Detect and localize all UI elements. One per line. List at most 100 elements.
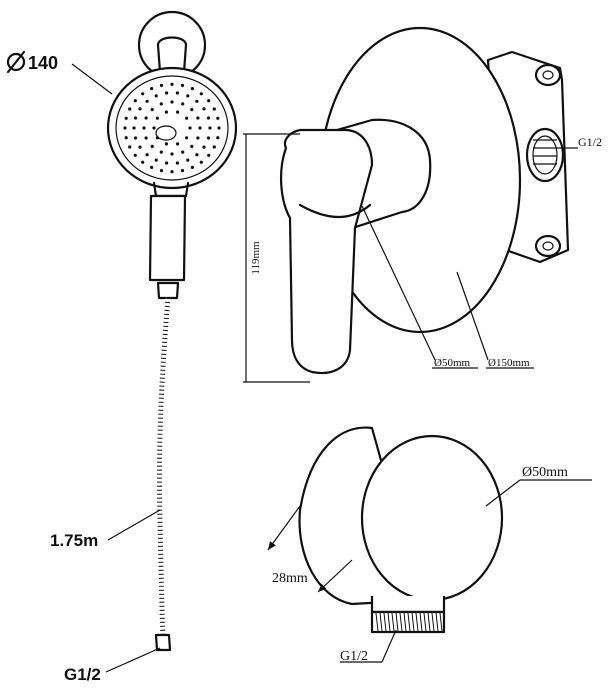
thread-line xyxy=(415,612,419,632)
thread-line xyxy=(383,612,387,632)
nozzle xyxy=(138,145,142,149)
leader-hose-connection xyxy=(105,647,161,673)
nozzle xyxy=(190,108,194,112)
nozzle xyxy=(145,99,149,103)
leader-hose-length xyxy=(107,509,161,541)
nozzle xyxy=(133,99,137,103)
thread-line xyxy=(411,612,415,632)
nozzle xyxy=(207,99,211,103)
nozzle xyxy=(199,160,203,164)
nozzle xyxy=(195,153,199,157)
leader-elbow-connection xyxy=(381,629,397,663)
nozzle xyxy=(144,136,148,140)
nozzle xyxy=(217,126,221,130)
dimension-height xyxy=(243,133,310,383)
nozzle xyxy=(176,110,180,114)
nozzle xyxy=(159,102,163,106)
nozzle xyxy=(185,116,189,120)
thread-line xyxy=(375,612,379,632)
thread-line xyxy=(391,612,395,632)
nozzle xyxy=(175,161,179,165)
leader-handle-diameter xyxy=(361,205,436,361)
nozzle xyxy=(175,91,179,95)
nozzle xyxy=(196,116,200,120)
nozzle xyxy=(150,87,154,91)
nozzle xyxy=(154,94,158,98)
dimension-depth xyxy=(267,505,353,593)
thread-line xyxy=(423,612,427,632)
thread-line xyxy=(439,612,443,632)
nozzle xyxy=(206,116,211,120)
nozzle xyxy=(159,83,164,87)
hand-shower xyxy=(71,10,238,673)
nozzle xyxy=(170,100,174,104)
thread-line xyxy=(435,612,439,632)
nozzle xyxy=(185,136,189,140)
diameter-icon xyxy=(6,50,26,74)
thread-line xyxy=(387,612,391,632)
plate-diameter-label: Ø150mm xyxy=(488,357,530,369)
nozzle xyxy=(202,107,206,111)
wall-elbow xyxy=(267,426,592,663)
nozzle xyxy=(208,126,212,130)
nozzle xyxy=(150,108,154,112)
nozzle xyxy=(133,153,137,157)
nozzle xyxy=(188,126,192,130)
thread-line xyxy=(419,612,423,632)
leader-elbow-diameter xyxy=(485,479,521,507)
nozzle xyxy=(181,150,185,154)
nozzle xyxy=(206,136,211,140)
nozzle-pattern xyxy=(123,82,221,174)
nozzle xyxy=(196,136,200,140)
nozzle xyxy=(212,107,216,111)
hose-length-label: 1.75m xyxy=(50,531,98,550)
shower-hose xyxy=(154,297,172,652)
thread-line xyxy=(395,612,399,632)
nozzle xyxy=(199,92,203,96)
nozzle xyxy=(141,160,145,164)
thread-line xyxy=(427,612,431,632)
nozzle xyxy=(164,142,168,146)
nozzle xyxy=(155,136,159,140)
nozzle xyxy=(145,153,149,157)
nozzle xyxy=(216,136,220,140)
nozzle xyxy=(141,92,145,96)
nozzle xyxy=(152,126,156,130)
concealed-mixer xyxy=(243,26,578,383)
shower-head xyxy=(106,66,238,190)
nozzle xyxy=(195,99,199,103)
nozzle xyxy=(212,145,216,149)
handle-diameter-label: Ø50mm xyxy=(434,357,471,369)
nozzle xyxy=(164,110,168,114)
nozzle xyxy=(198,126,202,130)
nozzle xyxy=(133,136,138,140)
lever-handle xyxy=(279,118,432,375)
nozzle xyxy=(154,158,158,162)
elbow-connection-label: G1/2 xyxy=(340,649,368,664)
nozzle xyxy=(165,91,169,95)
nozzle xyxy=(202,145,206,149)
nozzle xyxy=(186,94,190,98)
nozzle xyxy=(150,144,154,148)
thread-line xyxy=(403,612,407,632)
nozzle xyxy=(190,144,194,148)
nozzle xyxy=(170,152,174,156)
nozzle xyxy=(150,165,154,169)
nozzle xyxy=(180,169,185,173)
nozzle xyxy=(159,150,163,154)
nozzle xyxy=(144,116,148,120)
nozzle xyxy=(128,107,132,111)
nozzle xyxy=(138,107,142,111)
nozzle xyxy=(176,142,180,146)
nozzle xyxy=(180,83,185,87)
nozzle xyxy=(155,116,159,120)
mixer-height-label: 119mm xyxy=(250,241,262,275)
leader-plate-diameter xyxy=(456,271,489,361)
nozzle xyxy=(190,165,194,169)
nozzle xyxy=(181,102,185,106)
shower-head-diameter-label: 140 xyxy=(28,53,58,73)
nozzle xyxy=(128,145,132,149)
elbow-thread xyxy=(370,596,446,634)
nozzle xyxy=(124,136,128,140)
